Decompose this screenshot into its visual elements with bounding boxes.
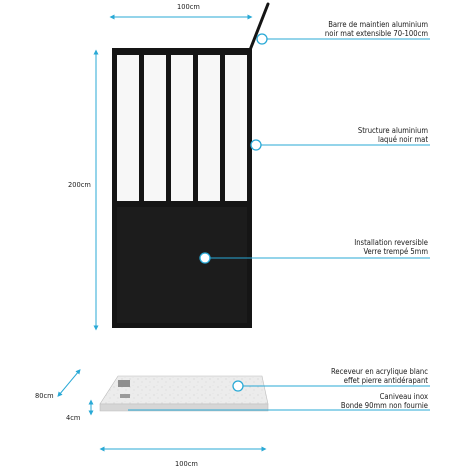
callout-glass-text: Installation reversible Verre trempé 5mm [354, 238, 428, 256]
glass-pane-1 [117, 55, 139, 201]
tray-thickness-label: 4cm [66, 413, 81, 422]
shower-door [112, 48, 252, 328]
callout-dot-structure [250, 139, 262, 151]
depth-arrow [57, 369, 81, 397]
callout-dot-tray [232, 380, 244, 392]
stabilizer-bar [248, 2, 270, 52]
tray-front [99, 403, 269, 412]
callout-glass-line1: Installation reversible [354, 238, 428, 247]
callout-drain-line2: Bonde 90mm non fournie [340, 401, 428, 410]
callout-dot-bar [256, 33, 268, 45]
height-label: 200cm [68, 180, 91, 189]
tray-depth-label: 80cm [35, 391, 54, 400]
callout-structure-text: Structure aluminium laqué noir mat [358, 126, 428, 144]
glass-pane-3 [171, 55, 193, 201]
callout-bar-line1: Barre de maintien aluminium [328, 20, 428, 29]
callout-bar-text: Barre de maintien aluminium noir mat ext… [325, 20, 428, 38]
glass-pane-4 [198, 55, 220, 201]
glass-pane-5 [225, 55, 247, 201]
top-width-label: 100cm [177, 2, 200, 11]
callout-tray-text: Receveur en acrylique blanc effet pierre… [331, 367, 428, 385]
callout-structure-line1: Structure aluminium [357, 126, 428, 135]
callout-bar-line2: noir mat extensible 70-100cm [324, 29, 428, 38]
callout-drain-text: Caniveau inox Bonde 90mm non fournie [341, 392, 428, 410]
callout-dot-glass [199, 252, 211, 264]
lower-panel [117, 207, 247, 323]
callout-lines [199, 33, 430, 264]
callout-glass-line2: Verre trempé 5mm [363, 247, 428, 256]
tray-drain-channel [118, 380, 130, 387]
callout-tray-line1: Receveur en acrylique blanc [331, 367, 428, 376]
tray-drain-slot [120, 394, 130, 398]
shower-tray [99, 375, 269, 412]
callout-tray-line2: effet pierre antidérapant [343, 376, 428, 385]
bottom-width-label: 100cm [175, 459, 198, 468]
callout-structure-line2: laqué noir mat [377, 135, 428, 144]
callout-drain-line1: Caniveau inox [379, 392, 428, 401]
glass-pane-2 [144, 55, 166, 201]
